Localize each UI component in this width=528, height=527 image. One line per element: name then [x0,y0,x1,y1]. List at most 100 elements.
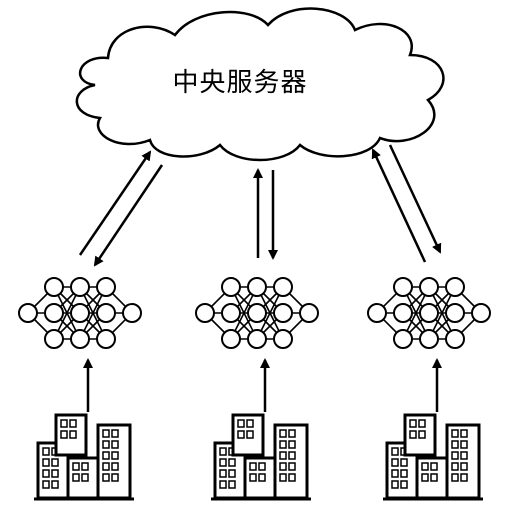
network-node [471,303,491,323]
building-window [391,469,399,478]
building-window [102,473,110,482]
buildings [34,413,483,501]
arrow-right-up [371,148,427,263]
building-window [111,451,119,460]
network-node [247,303,267,323]
building-window [42,480,50,489]
network-node [221,303,241,323]
network-node [44,277,64,297]
network-node [273,277,293,297]
building-window [42,447,50,456]
building-window [409,419,417,428]
building-window [60,430,68,439]
building-window [288,473,296,482]
building-icon [383,413,483,501]
building-window [418,419,426,428]
building-window [391,480,399,489]
building-window [258,473,266,482]
network-node [299,303,319,323]
network-node [419,303,439,323]
building-window [237,430,245,439]
network-node [221,329,241,349]
building-window [219,447,227,456]
building-window [51,480,59,489]
network-node [221,277,241,297]
building-window [279,429,287,438]
arrows [78,144,442,267]
network-node [96,277,116,297]
building-window [400,458,408,467]
network-node [44,303,64,323]
building-window [279,473,287,482]
network-node [195,303,215,323]
building-window [42,469,50,478]
building-window [111,429,119,438]
network-node [247,329,267,349]
data-arrows [83,358,442,412]
building-window [228,480,236,489]
building-window [421,462,429,471]
network-node [273,329,293,349]
building-window [451,473,459,482]
building-window [391,458,399,467]
network-node [393,329,413,349]
building-window [460,462,468,471]
network-node [44,329,64,349]
network-node [419,277,439,297]
building-window [460,473,468,482]
building-window [246,419,254,428]
building-window [219,469,227,478]
building-window [72,462,80,471]
building-window [51,458,59,467]
central-server-label: 中央服务器 [172,68,308,98]
building-window [279,462,287,471]
building-window [102,462,110,471]
network-node [445,277,465,297]
building-window [60,419,68,428]
building-window [81,462,89,471]
building-window [219,458,227,467]
building-window [111,462,119,471]
arrow-right-down [388,144,442,254]
building-window [288,440,296,449]
building-window [400,480,408,489]
neural-network-icon [195,277,319,349]
building-window [288,462,296,471]
building-window [391,447,399,456]
building-window [430,473,438,482]
network-node [419,329,439,349]
building-window [451,440,459,449]
building-window [249,473,257,482]
network-node [70,303,90,323]
building-window [400,469,408,478]
building-window [249,462,257,471]
building-icon [211,413,311,501]
building-window [69,419,77,428]
network-node [393,303,413,323]
building-window [279,451,287,460]
network-node [96,303,116,323]
network-node [273,303,293,323]
network-node [393,277,413,297]
building-window [237,419,245,428]
building-window [51,469,59,478]
building-window [219,480,227,489]
arrow-left-down [93,164,164,267]
arrow-left-up [78,150,152,256]
building-window [451,462,459,471]
network-node [70,277,90,297]
building-window [111,473,119,482]
network-node [445,303,465,323]
building-window [430,462,438,471]
building-window [288,429,296,438]
neural-networks [18,277,491,349]
building-window [288,451,296,460]
building-window [460,429,468,438]
building-window [409,430,417,439]
building-window [460,451,468,460]
network-node [122,303,142,323]
central-server-cloud [75,7,445,162]
building-window [228,458,236,467]
building-window [418,430,426,439]
